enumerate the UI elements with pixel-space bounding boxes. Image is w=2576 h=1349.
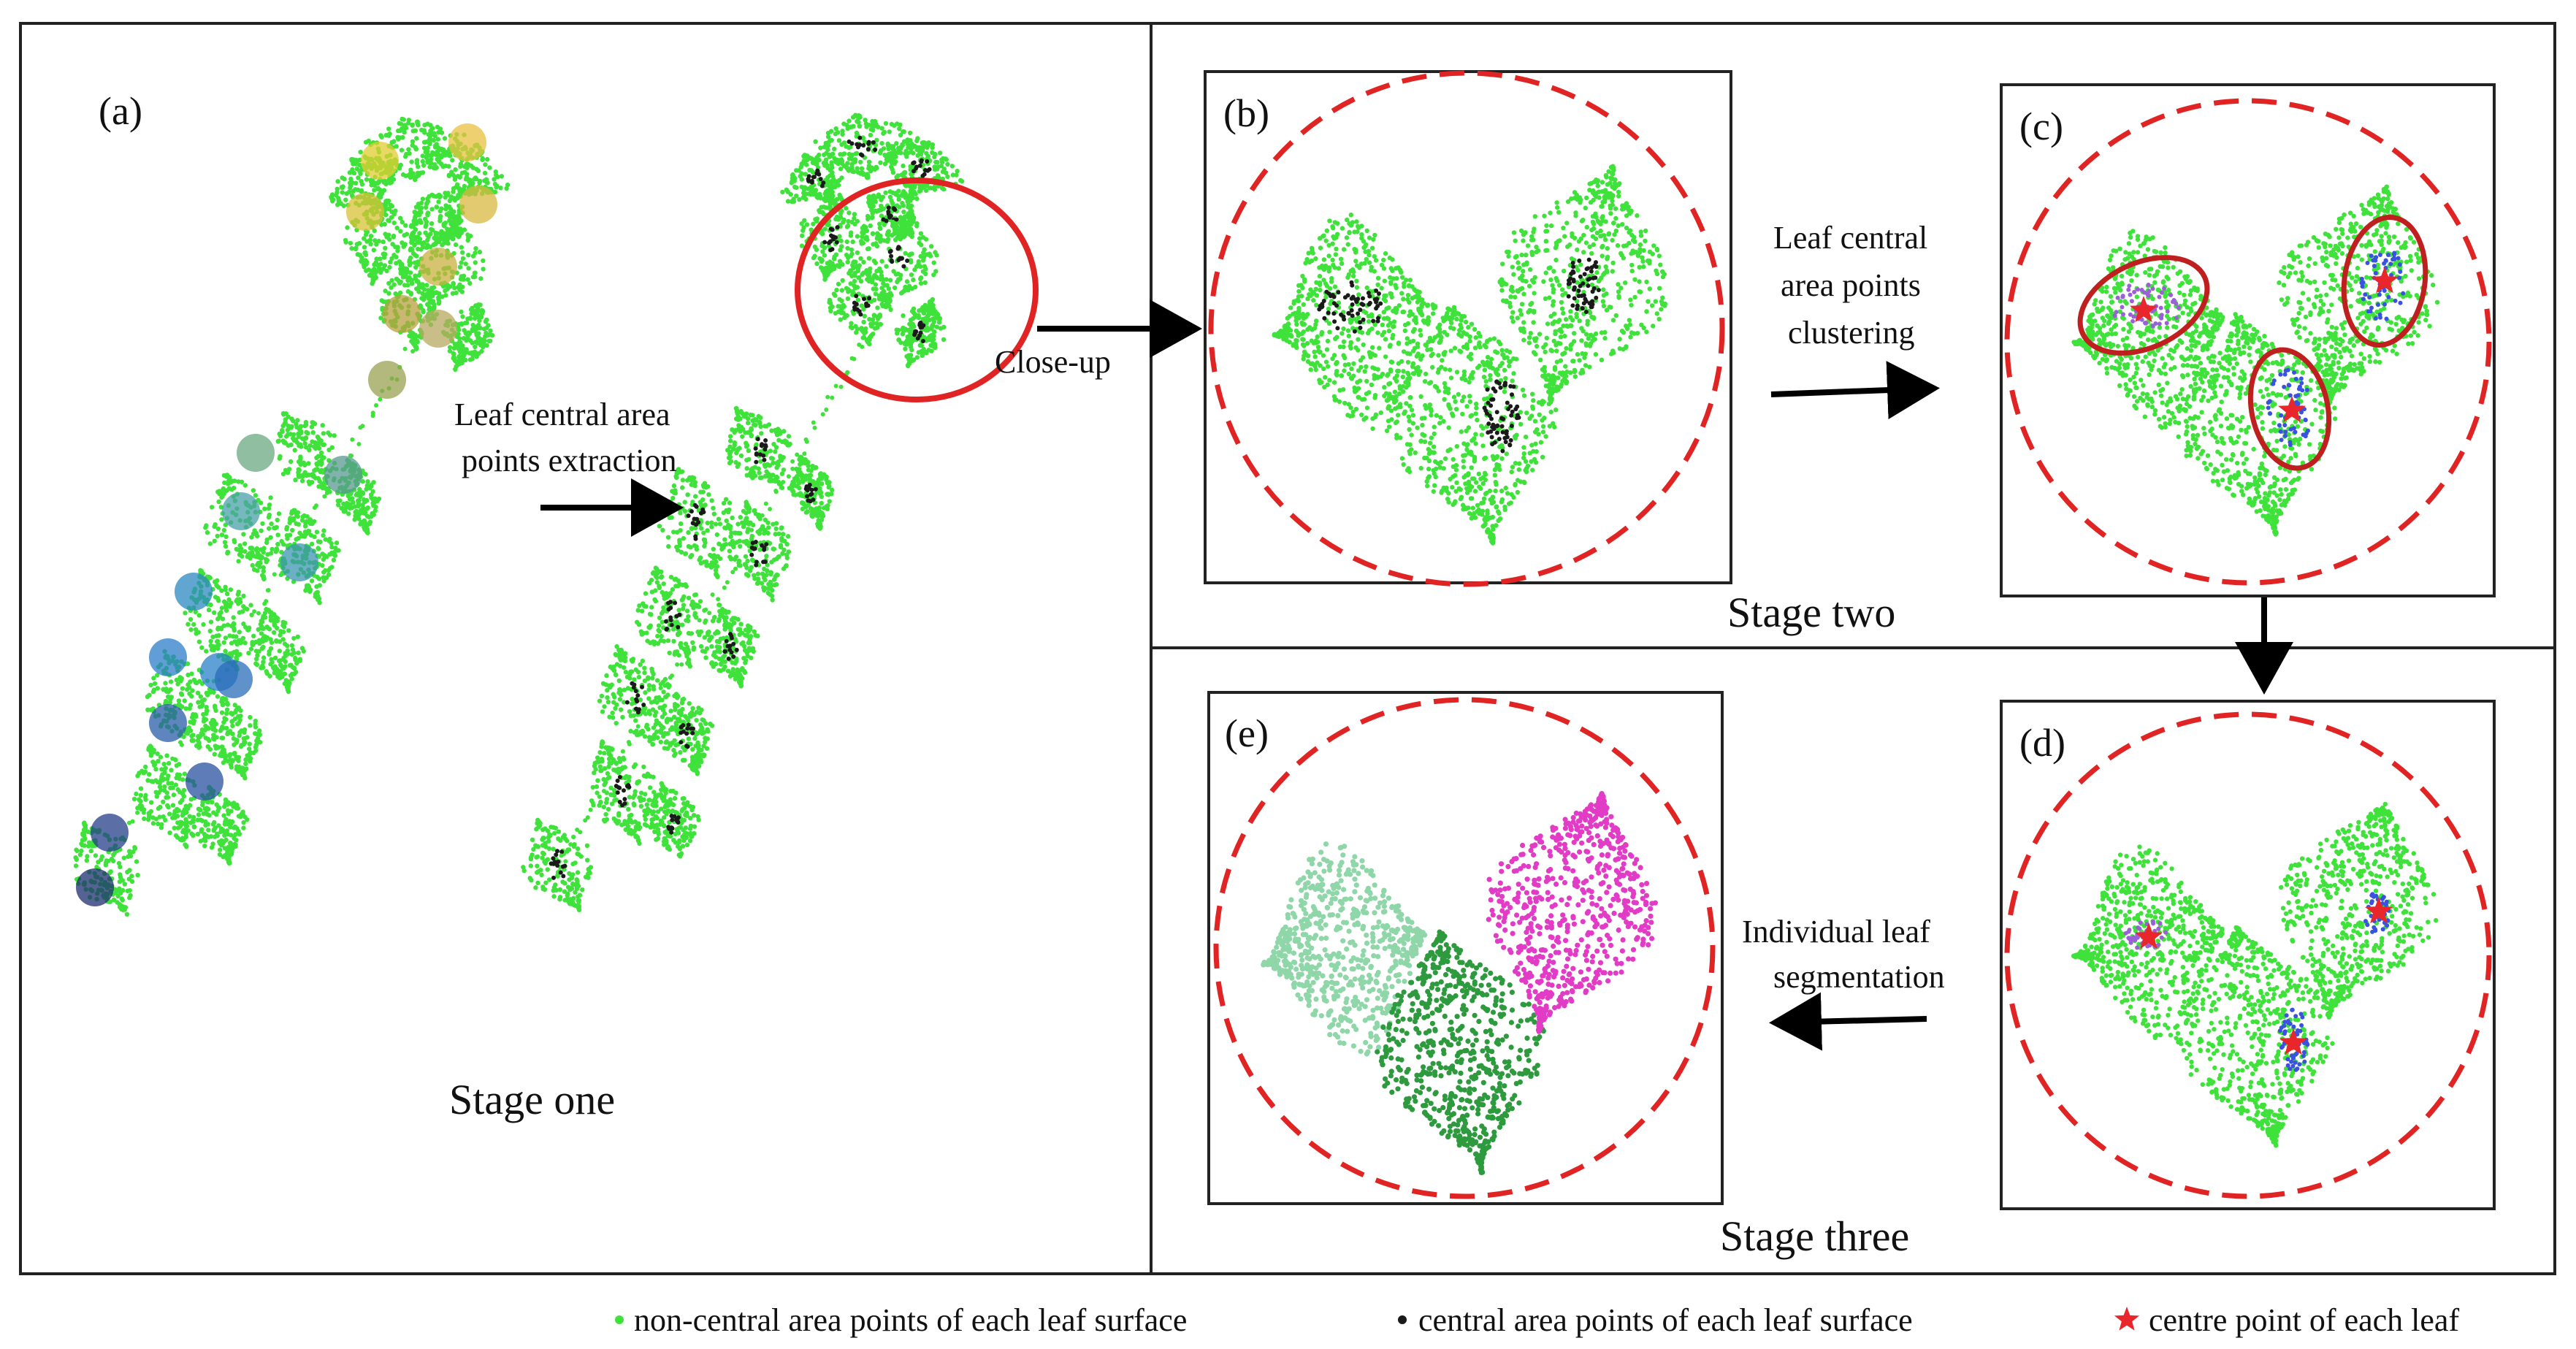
panel-e-frame [1207,691,1724,1205]
closeup-circle-c [2004,98,2492,586]
stage-three-label: Stage three [1720,1212,1909,1260]
panel-label-a: (a) [99,89,142,133]
arrow-segmentation [1769,992,1927,1051]
panel-label-c: (c) [2019,104,2063,148]
centre-star-icon [2135,922,2163,949]
extraction-label-line1: Leaf central area [454,397,670,432]
clustering-label-line1: Leaf central [1773,220,1927,256]
leaf-closeup-points-d [2071,801,2439,1148]
panel-label-e: (e) [1225,711,1269,755]
arrow-clustering [1770,361,1940,420]
plant-point-cloud-a [73,116,511,917]
leaf-closeup-points-c [2071,184,2440,537]
clustering-label-line3: clustering [1788,315,1915,351]
stage-three-frame [1150,646,2556,1275]
stage-one-label: Stage one [449,1076,615,1123]
segmentation-label-line1: Individual leaf [1742,914,1930,949]
panel-d-frame [2000,700,2496,1210]
segmented-leaf-points-e [1261,791,1658,1175]
selection-circle [795,177,1039,402]
plant-point-cloud-extracted [521,112,965,913]
legend-star-icon [2114,1307,2140,1331]
extraction-label-line2: points extraction [462,443,677,478]
centre-star-icon [2371,267,2399,294]
leaf-closeup-points-b [1272,164,1667,546]
centre-stars [2130,267,2399,1055]
panel-c-frame [2000,83,2496,597]
closeup-circle-e [1213,697,1716,1199]
closeup-circle-d [2004,711,2492,1199]
centre-star-icon [2278,396,2306,423]
clustering-label-line2: area points [1781,267,1921,303]
legend-central-marker [1398,1315,1407,1324]
centre-star-icon [2365,897,2393,924]
closeup-circle-b [1208,70,1725,587]
stage-two-label: Stage two [1727,589,1895,636]
legend-noncentral-marker [615,1315,624,1324]
panel-label-d: (d) [2019,721,2065,765]
closeup-label: Close-up [995,344,1111,380]
legend-central-text: central area points of each leaf surface [1418,1302,1913,1338]
centre-star-icon [2279,1028,2307,1055]
segmentation-label-line2: segmentation [1773,959,1945,995]
cluster-ellipse-right [2341,215,2428,348]
cluster-ellipse-middle [2247,347,2332,471]
centre-star-icon [2130,296,2158,323]
cluster-ellipse-left [2077,255,2210,356]
legend-noncentral-text: non-central area points of each leaf sur… [634,1302,1187,1338]
legend-centre-text: centre point of each leaf [2149,1302,2459,1338]
panel-label-b: (b) [1223,91,1269,135]
